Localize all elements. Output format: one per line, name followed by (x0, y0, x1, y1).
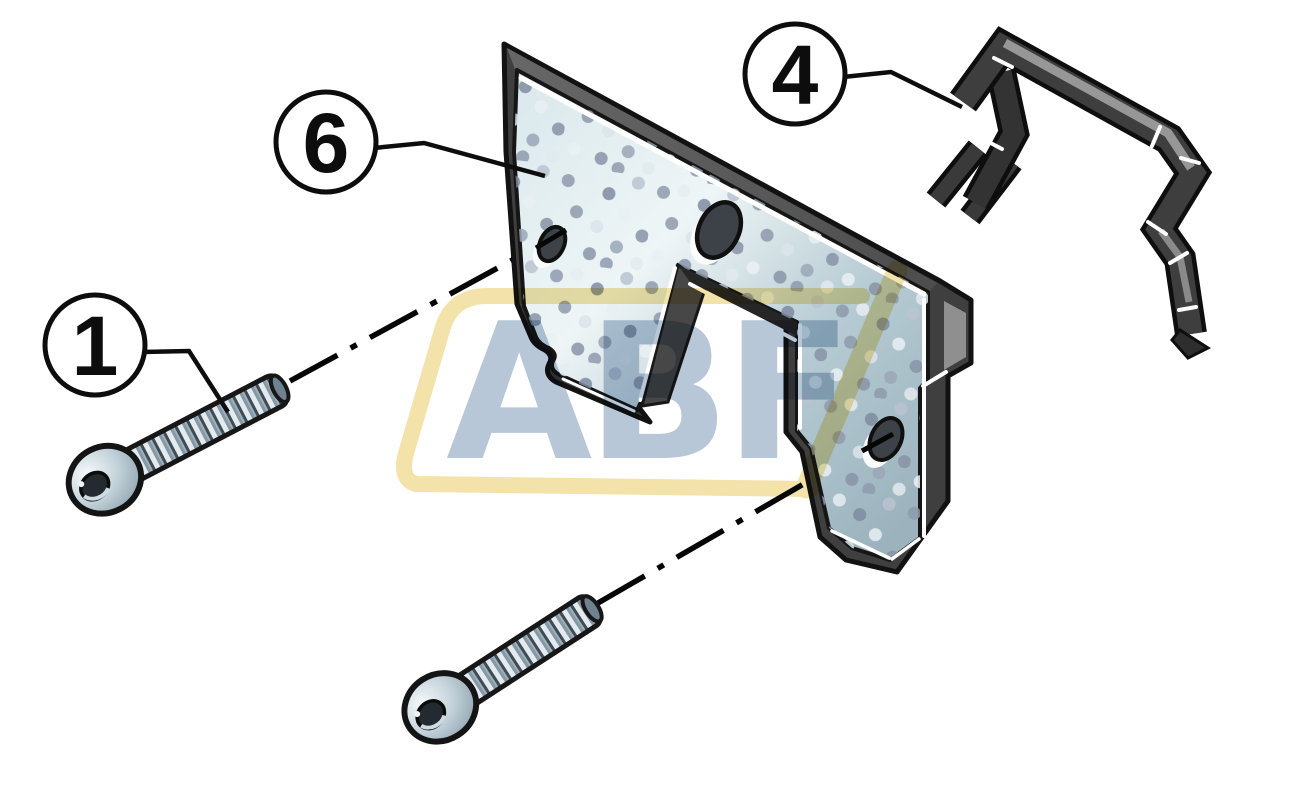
callout-circle (742, 21, 848, 127)
screw-tip (268, 373, 291, 404)
bend-tick (1179, 156, 1201, 165)
edge-highlight (830, 529, 891, 560)
centerline-upper (288, 242, 542, 384)
screw-lower (401, 594, 604, 745)
callout-4: 4 (742, 21, 963, 127)
bend-tick (1177, 305, 1198, 312)
bend-tick (1150, 125, 1162, 148)
callout-leader (141, 348, 230, 414)
retaining-clip (926, 26, 1213, 360)
edge-highlight (921, 370, 948, 388)
edge-highlight (561, 377, 636, 413)
clip-highlight (1002, 39, 1195, 171)
callout-circle (42, 292, 148, 398)
socket-highlight (420, 714, 447, 730)
clip-tip (1170, 328, 1212, 360)
callout-circle (273, 89, 379, 195)
watermark: ABF (396, 260, 908, 503)
edge-highlight (890, 537, 921, 561)
callout-label: 1 (72, 299, 119, 393)
watermark-text: ABF (446, 283, 847, 503)
head-glint (414, 711, 421, 718)
plate-top-edge (507, 48, 937, 293)
clip-hairpin (966, 69, 1026, 209)
watermark-slash (795, 260, 908, 499)
centerline-upper-hole-segment (534, 227, 568, 251)
edge-highlight (518, 75, 927, 297)
callout-label: 4 (772, 28, 819, 122)
screw-upper (65, 373, 291, 517)
callout-6: 6 (273, 89, 546, 195)
clip-bend-ticks (983, 56, 1201, 312)
bend-tick (983, 138, 1004, 151)
callout-label: 6 (303, 96, 350, 190)
watermark-frame (396, 288, 870, 497)
clip-fork-prong (930, 143, 984, 205)
screw-tip (580, 594, 604, 624)
head-glint (78, 481, 85, 488)
callout-leader (373, 140, 546, 179)
callout-leader (842, 69, 963, 110)
centerline-lower-hole-segment (860, 431, 895, 454)
plate-holes (532, 200, 905, 468)
bend-tick (1146, 220, 1168, 236)
bend-tick (992, 56, 1014, 69)
callout-1: 1 (42, 292, 230, 414)
bend-tick (1168, 251, 1189, 265)
plate-hole-center (694, 200, 744, 260)
plate-right-edge-lit (944, 301, 966, 370)
socket-highlight (82, 487, 111, 501)
